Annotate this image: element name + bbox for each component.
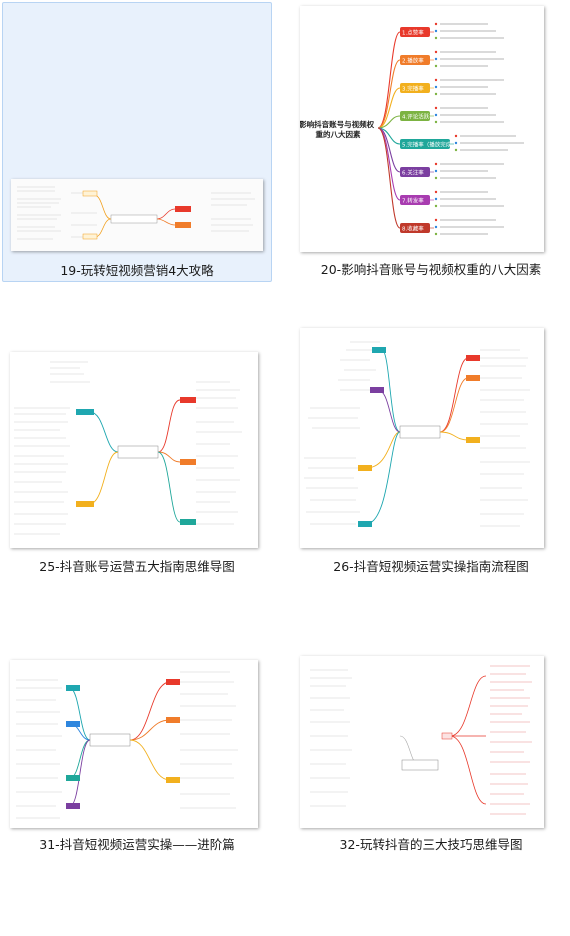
branch-connector bbox=[377, 87, 401, 129]
branch-connector bbox=[377, 59, 401, 129]
file-item-26[interactable]: 26-抖音短视频运营实操指南流程图 bbox=[296, 326, 566, 606]
branch-node bbox=[400, 223, 430, 233]
file-item-19[interactable]: 19-玩转短视频营销4大攻略 bbox=[2, 2, 272, 282]
bullet-icon bbox=[434, 57, 438, 61]
bullet-icon bbox=[454, 141, 458, 145]
thumbnail-19 bbox=[11, 179, 263, 251]
branch-label: 6.关注率 bbox=[402, 169, 424, 177]
bullet-icon bbox=[434, 106, 438, 110]
bullet-icon bbox=[434, 190, 438, 194]
bullet-icon bbox=[434, 92, 438, 96]
bullet-icon bbox=[434, 204, 438, 208]
bullet-icon bbox=[434, 64, 438, 68]
bullet-icon bbox=[454, 148, 458, 152]
file-caption-26: 26-抖音短视频运营实操指南流程图 bbox=[333, 559, 529, 574]
file-caption-20: 20-影响抖音账号与视频权重的八大因素 bbox=[320, 262, 542, 277]
file-caption-19: 19-玩转短视频营销4大攻略 bbox=[60, 263, 214, 278]
branch-connector bbox=[377, 31, 401, 129]
branch-label: 4.评论活跃率 bbox=[402, 113, 435, 121]
bullet-icon bbox=[434, 22, 438, 26]
branch-node bbox=[400, 139, 450, 149]
thumbnail-20: 影响抖音账号与视频权 重的八大因素 1.点赞率 2.播放率 3.完播率 4.评论活跃率… bbox=[300, 6, 544, 252]
bullet-icon bbox=[434, 232, 438, 236]
branch-connector bbox=[377, 127, 401, 229]
mindmap-thumb-26 bbox=[300, 328, 544, 548]
center-line-2: 重的八大因素 bbox=[316, 129, 361, 139]
thumbnail-32 bbox=[300, 656, 544, 828]
mindmap-thumb-25 bbox=[10, 352, 258, 548]
mindmap-thumb-32 bbox=[300, 656, 544, 828]
file-item-20[interactable]: 影响抖音账号与视频权 重的八大因素 1.点赞率 2.播放率 3.完播率 4.评论活跃率… bbox=[296, 2, 566, 282]
bullet-icon bbox=[434, 120, 438, 124]
file-caption-25: 25-抖音账号运营五大指南思维导图 bbox=[39, 559, 235, 574]
mindmap-center-title: 影响抖音账号与视频权 重的八大因素 bbox=[300, 119, 377, 139]
file-caption-31: 31-抖音短视频运营实操——进阶篇 bbox=[39, 837, 235, 852]
branch-node bbox=[400, 111, 430, 121]
branch-label: 5.完播率（播放完成率） bbox=[402, 141, 462, 149]
file-grid: 19-玩转短视频营销4大攻略 影响抖音账号与视频权 重的八大因素 1.点赞率 2.… bbox=[2, 2, 566, 852]
branch-node bbox=[400, 167, 430, 177]
mindmap-thumb-20: 影响抖音账号与视频权 重的八大因素 1.点赞率 2.播放率 3.完播率 4.评论活跃率… bbox=[300, 6, 544, 252]
branch-node bbox=[400, 55, 430, 65]
center-line-1: 影响抖音账号与视频权 bbox=[300, 119, 375, 129]
mindmap-thumb-19 bbox=[11, 179, 263, 251]
file-item-25[interactable]: 25-抖音账号运营五大指南思维导图 bbox=[2, 326, 272, 606]
branch-label: 1.点赞率 bbox=[402, 29, 424, 37]
branch-node bbox=[400, 195, 430, 205]
bullet-icon bbox=[434, 169, 438, 173]
mindmap-thumb-31 bbox=[10, 660, 258, 828]
bullet-icon bbox=[434, 197, 438, 201]
thumbnail-25 bbox=[10, 352, 258, 548]
thumbnail-26 bbox=[300, 328, 544, 548]
bullet-icon bbox=[434, 36, 438, 40]
branch-label: 7.转发率 bbox=[402, 197, 424, 205]
branch-connector bbox=[377, 115, 401, 129]
bullet-icon bbox=[434, 85, 438, 89]
bullet-icon bbox=[434, 162, 438, 166]
branch-label: 3.完播率 bbox=[402, 85, 424, 93]
bullet-icon bbox=[434, 176, 438, 180]
branch-label: 8.收藏率 bbox=[402, 225, 424, 233]
branch-node bbox=[400, 27, 430, 37]
bullet-icon bbox=[434, 218, 438, 222]
bullet-icon bbox=[434, 29, 438, 33]
bullet-icon bbox=[434, 225, 438, 229]
branch-label: 2.播放率 bbox=[402, 57, 424, 65]
bullet-icon bbox=[454, 134, 458, 138]
thumbnail-31 bbox=[10, 660, 258, 828]
bullet-icon bbox=[434, 113, 438, 117]
branch-node bbox=[400, 83, 430, 93]
bullet-icon bbox=[434, 50, 438, 54]
file-item-31[interactable]: 31-抖音短视频运营实操——进阶篇 bbox=[2, 656, 272, 936]
bullet-icon bbox=[434, 78, 438, 82]
file-caption-32: 32-玩转抖音的三大技巧思维导图 bbox=[339, 837, 523, 852]
file-item-32[interactable]: 32-玩转抖音的三大技巧思维导图 bbox=[296, 656, 566, 936]
